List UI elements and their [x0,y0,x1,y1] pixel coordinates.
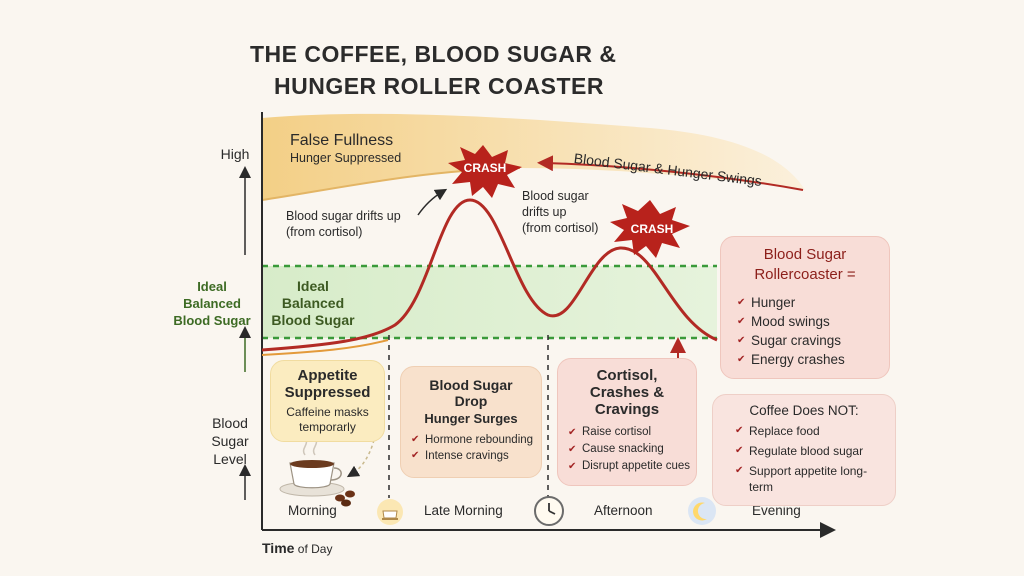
cortisol-item: Disrupt appetite cues [568,458,696,475]
title-line-1: THE COFFEE, BLOOD SUGAR & [250,41,617,67]
drift-note-2: Blood sugar drifts up (from cortisol) [522,188,598,236]
drift1-line-1: Blood sugar drifts up [286,209,401,223]
drop-title-2: Drop [454,393,488,409]
appetite-body-2: temporarly [299,420,356,434]
drop-item: Intense cravings [411,448,541,464]
drop-card: Blood Sugar Drop Hunger Surges Hormone r… [400,366,542,478]
cortisol-title-1: Cortisol, [596,367,658,384]
rollercoaster-title-2: Rollercoaster = [754,266,856,283]
ideal-zone-line-2: Balanced [281,295,345,311]
lead-in-curve [261,339,389,356]
drift2-line-1: Blood sugar [522,189,589,203]
ideal-zone-line-1: Ideal [297,278,329,294]
drop-list: Hormone rebounding Intense cravings [411,432,541,464]
false-fullness-subtitle: Hunger Suppressed [290,151,402,165]
swings-arrow [537,155,804,191]
cup-arrow [346,439,375,478]
clock-icon [534,496,564,526]
ideal-zone-label: Ideal Balanced Blood Sugar [268,278,358,329]
cup-handle [330,467,342,481]
crash-label-1: CRASH [463,161,507,175]
ideal-zone-band [262,266,717,338]
period-evening: Evening [752,503,801,518]
coffee-cup [289,462,335,489]
false-fullness-title: False Fullness [290,132,394,149]
blood-sugar-curve [261,198,718,352]
coffee-bean-2 [345,490,355,498]
rollercoaster-title-1: Blood Sugar [763,246,847,263]
top-band [262,113,805,200]
drop-title: Blood Sugar Drop [401,377,541,409]
drift-note-1: Blood sugar drifts up (from cortisol) [286,208,401,240]
coffee-not-item: Support appetite long-term [735,463,869,495]
x-axis-label-bold: Time [262,540,295,556]
cortisol-title-2: Crashes & [589,384,665,401]
rollercoaster-title: Blood Sugar Rollercoaster = [721,245,889,285]
coffee-not-item: Regulate blood sugar [735,443,895,459]
y-ideal-line-2: Balanced [183,296,241,311]
morning-icon [377,499,403,525]
rollercoaster-item: Energy crashes [737,350,889,369]
ideal-zone-line-3: Blood Sugar [271,312,355,328]
y-axis-ideal-label: Ideal Balanced Blood Sugar [172,278,252,329]
cortisol-item: Raise cortisol [568,424,696,441]
appetite-title-1: Appetite [297,367,358,384]
period-morning: Morning [288,503,337,518]
cortisol-title-3: Cravings [594,401,660,418]
cortisol-title: Cortisol, Crashes & Cravings [558,367,696,418]
crash-label-2: CRASH [630,222,674,236]
crash-burst-1 [448,145,522,198]
rollercoaster-item: Sugar cravings [737,331,889,350]
title-line-2: HUNGER ROLLER COASTER [274,73,604,99]
y-bottom-line-1: Blood [212,415,248,431]
coffee-not-title: Coffee Does NOT: [749,403,859,418]
crash-burst-2 [610,200,690,258]
drift1-line-2: (from cortisol) [286,225,363,239]
rollercoaster-item: Mood swings [737,312,889,331]
rollercoaster-item: Hunger [737,293,889,312]
cortisol-card: Cortisol, Crashes & Cravings Raise corti… [557,358,697,486]
y-axis-bottom-label: Blood Sugar Level [205,414,255,468]
cortisol-item: Cause snacking [568,441,696,458]
drift2-line-2: drifts up [522,205,567,219]
period-late-morning: Late Morning [424,503,503,518]
drift2-line-3: (from cortisol) [522,221,599,235]
y-axis-high-label: High [220,146,250,162]
coffee-bean-3 [341,499,351,507]
rollercoaster-card: Blood Sugar Rollercoaster = Hunger Mood … [720,236,890,379]
rollercoaster-list: Hunger Mood swings Sugar cravings Energy… [737,293,889,369]
appetite-title-2: Suppressed [284,384,371,401]
drop-item: Hormone rebounding [411,432,541,448]
coffee-not-list: Replace food Regulate blood sugar Suppor… [735,423,895,495]
page-title: THE COFFEE, BLOOD SUGAR & HUNGER ROLLER … [250,38,770,102]
y-bottom-line-3: Level [213,451,247,467]
period-afternoon: Afternoon [594,503,653,518]
appetite-card: Appetite Suppressed Caffeine masks tempo… [270,360,385,442]
appetite-title: Appetite Suppressed [271,367,384,401]
appetite-body: Caffeine masks temporarly [271,405,384,435]
coffee-surface [290,460,334,468]
drop-title-1: Blood Sugar [429,377,513,393]
coffee-bean-1 [335,494,345,502]
y-bottom-line-2: Sugar [211,433,249,449]
y-ideal-line-3: Blood Sugar [173,313,251,328]
cortisol-list: Raise cortisol Cause snacking Disrupt ap… [568,424,696,475]
drop-subtitle: Hunger Surges [424,411,518,426]
moon-icon [688,497,716,525]
x-axis-label: Time of Day [262,540,332,556]
x-axis-label-rest: of Day [294,542,333,556]
coffee-not-card: Coffee Does NOT: Replace food Regulate b… [712,394,896,506]
appetite-body-1: Caffeine masks [286,405,369,419]
drift-arrow [417,188,448,216]
y-ideal-line-1: Ideal [197,279,227,294]
coffee-not-item: Replace food [735,423,895,439]
